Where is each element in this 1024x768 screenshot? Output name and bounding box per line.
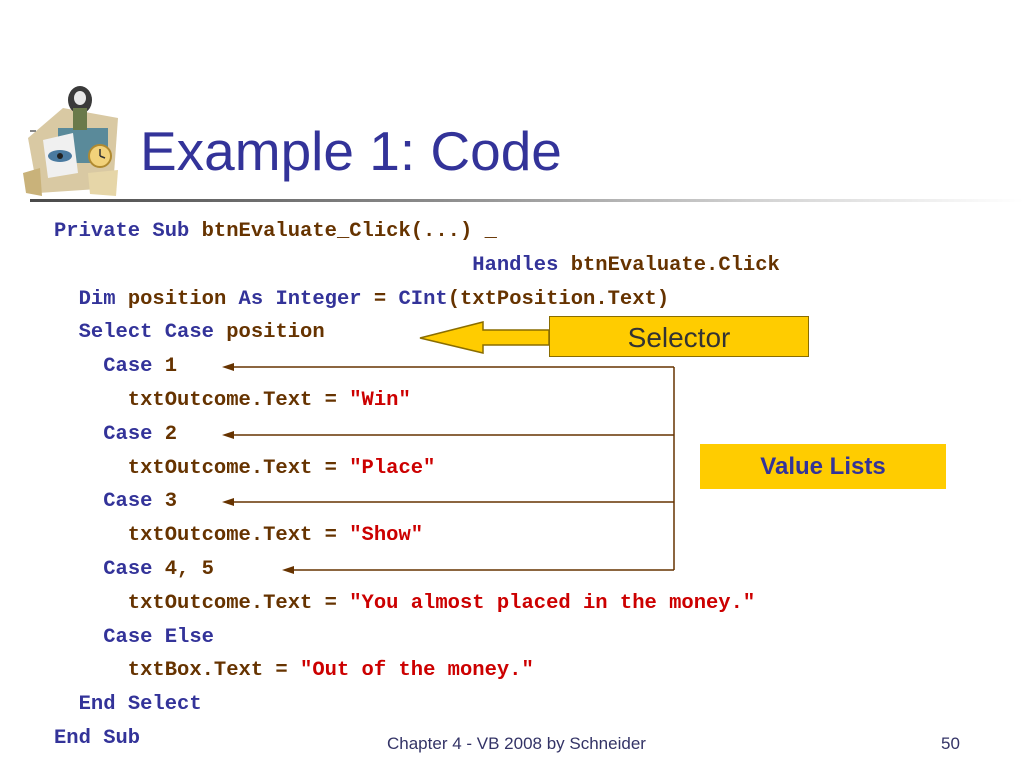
- code-line: txtBox.Text = "Out of the money.": [54, 654, 780, 688]
- code-keyword: Dim: [78, 287, 128, 311]
- code-line: End Sub: [54, 722, 780, 756]
- code-text: 1: [164, 355, 178, 379]
- code-keyword: Case: [103, 355, 165, 379]
- code-text: txtOutcome.Text =: [54, 591, 350, 615]
- code-line: Dim position As Integer = CInt(txtPositi…: [54, 283, 780, 317]
- code-string: "You almost placed in the money.": [349, 591, 756, 615]
- code-keyword: Select Case: [78, 321, 227, 345]
- code-line: Case 3: [54, 485, 780, 519]
- code-line: Handles btnEvaluate.Click: [54, 249, 780, 283]
- code-text: 3: [164, 490, 178, 514]
- code-text: [54, 626, 103, 649]
- collage-logo-icon: [18, 78, 130, 198]
- code-text: 4, 5: [164, 557, 214, 581]
- page-number: 50: [941, 734, 960, 753]
- code-line: txtOutcome.Text = "Show": [54, 519, 780, 553]
- code-string: "Win": [349, 388, 411, 412]
- code-text: position: [226, 321, 325, 345]
- code-keyword: CInt: [398, 287, 448, 311]
- code-text: [54, 693, 79, 716]
- code-text: btnEvaluate_Click(...) _: [201, 220, 497, 243]
- code-string: "Place": [349, 456, 436, 480]
- code-text: txtOutcome.Text =: [54, 524, 350, 548]
- code-line: Case 2: [54, 418, 780, 452]
- title-divider: [30, 199, 1024, 202]
- code-keyword: End Sub: [54, 726, 141, 750]
- code-keyword: Private Sub: [54, 220, 202, 243]
- slide-title: Example 1: Code: [140, 120, 562, 182]
- code-keyword: Case: [103, 422, 165, 446]
- code-text: [54, 254, 472, 277]
- code-block: Private Sub btnEvaluate_Click(...) _ Han…: [54, 215, 780, 756]
- code-keyword: Handles: [472, 253, 571, 277]
- code-text: =: [361, 287, 399, 311]
- code-text: 2: [164, 422, 178, 446]
- code-keyword: Case: [103, 490, 165, 514]
- code-keyword: As Integer: [238, 287, 362, 311]
- code-keyword: Case Else: [103, 625, 214, 649]
- code-line: Select Case position: [54, 316, 780, 350]
- code-keyword: Case: [103, 557, 165, 581]
- code-line: Private Sub btnEvaluate_Click(...) _: [54, 215, 780, 249]
- code-line: txtOutcome.Text = "You almost placed in …: [54, 587, 780, 621]
- code-line: txtOutcome.Text = "Place": [54, 452, 780, 486]
- code-line: Case 1: [54, 350, 780, 384]
- code-text: [54, 288, 79, 311]
- code-text: txtBox.Text =: [54, 659, 301, 683]
- code-text: [54, 423, 103, 446]
- code-text: txtOutcome.Text =: [54, 388, 350, 412]
- code-text: txtOutcome.Text =: [54, 456, 350, 480]
- code-line: Case Else: [54, 621, 780, 655]
- code-text: [54, 355, 103, 378]
- value-lists-callout: Value Lists: [700, 444, 946, 489]
- code-string: "Out of the money.": [300, 659, 534, 683]
- selector-callout: Selector: [549, 316, 809, 357]
- code-line: txtOutcome.Text = "Win": [54, 384, 780, 418]
- code-text: btnEvaluate.Click: [570, 253, 780, 277]
- code-line: Case 4, 5: [54, 553, 780, 587]
- code-text: position: [127, 287, 239, 311]
- code-text: [54, 490, 103, 513]
- code-text: [54, 321, 79, 344]
- slide-footer: Chapter 4 - VB 2008 by Schneider: [387, 734, 646, 753]
- code-text: [54, 558, 103, 581]
- code-keyword: End Select: [78, 693, 202, 717]
- code-line: End Select: [54, 688, 780, 722]
- code-text: (txtPosition.Text): [447, 287, 670, 311]
- code-string: "Show": [349, 524, 424, 548]
